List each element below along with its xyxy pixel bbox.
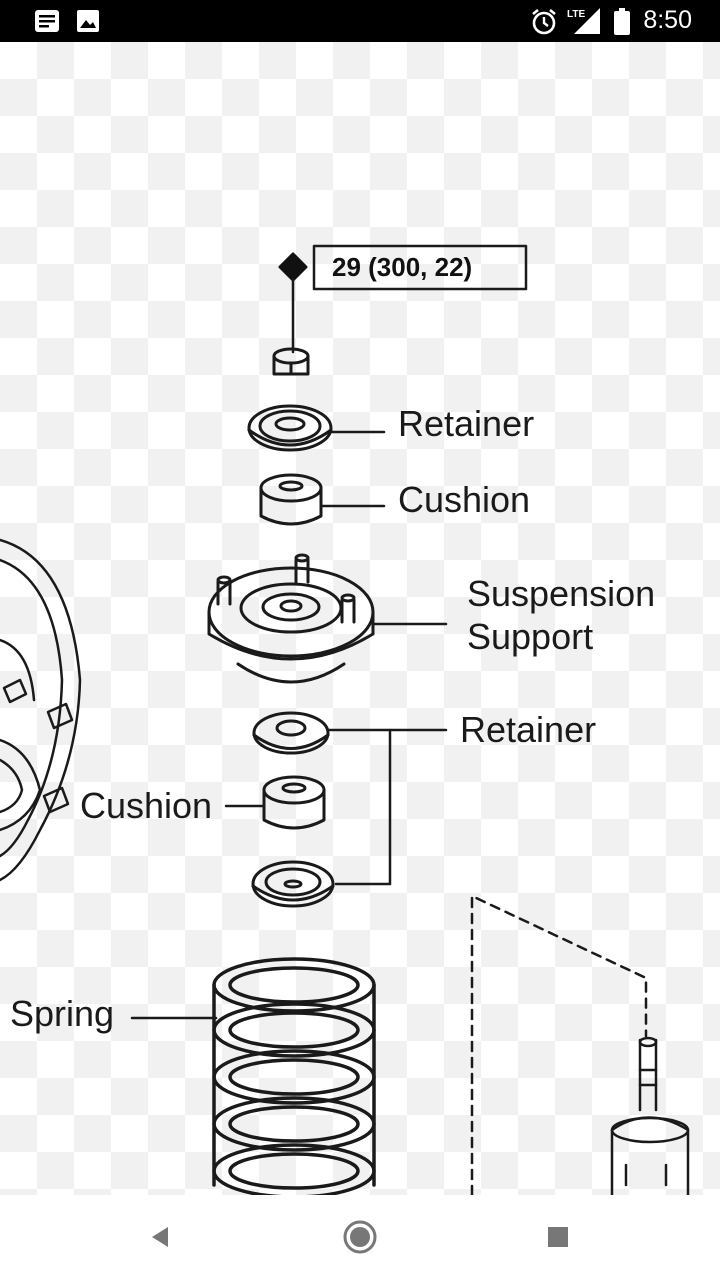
label-spring: Spring [10,993,114,1034]
retainer-lower-part-bottom [251,860,335,908]
battery-icon [614,8,630,35]
shock-absorber-part [470,894,690,1195]
notification-icon [35,10,59,32]
torque-spec-text: 29 (300, 22) [332,252,472,282]
left-assembly-part [0,538,82,882]
recents-icon[interactable] [536,1215,580,1259]
label-retainer-upper: Retainer [398,403,534,444]
home-icon[interactable] [338,1215,382,1259]
cushion-upper-part [259,473,323,526]
label-suspension-line1: Suspension [467,573,655,614]
suspension-diagram: 29 (300, 22) Retainer Cushion Suspension… [0,244,690,1195]
navigation-bar [0,1195,720,1280]
label-retainer-lower: Retainer [460,709,596,750]
label-cushion-upper: Cushion [398,479,530,520]
nut-part [272,347,310,376]
back-icon[interactable] [138,1215,182,1259]
image-viewer[interactable]: 29 (300, 22) Retainer Cushion Suspension… [0,42,720,1195]
label-support-line2: Support [467,616,593,657]
status-bar: LTE 8:50 [0,0,720,42]
coil-spring-part [212,957,376,1195]
status-time: 8:50 [643,6,692,34]
cushion-lower-part [262,775,326,830]
network-type-label: LTE [567,9,585,20]
torque-diamond-icon [278,252,308,282]
lte-signal-icon: LTE [567,8,600,34]
retainer-lower-part-top [252,711,330,755]
retainer-upper-part [247,404,333,452]
alarm-icon [532,8,556,35]
label-cushion-lower: Cushion [80,785,212,826]
torque-spec-box [312,244,528,291]
image-notification-icon [77,10,99,32]
suspension-support-part [207,553,375,684]
